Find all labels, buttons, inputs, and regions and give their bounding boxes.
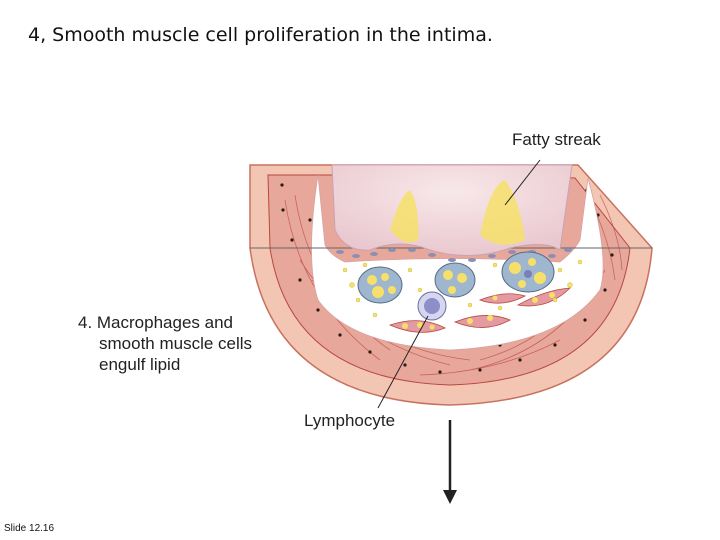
smooth-muscle-cell: [516, 287, 572, 307]
macrophage-foam-cell: [434, 262, 476, 298]
leader-line-fatty-streak: [504, 159, 541, 206]
step-label-line-3: engulf lipid: [99, 355, 180, 374]
smooth-muscle-cell: [453, 315, 511, 328]
lymphocyte-label: Lymphocyte: [304, 411, 395, 430]
lymphocyte-cell: [417, 291, 447, 321]
smooth-muscle-cell: [388, 320, 446, 333]
macrophage-foam-cell: [501, 251, 555, 293]
slide-title: 4, Smooth muscle cell proliferation in t…: [28, 24, 493, 46]
fatty-streak-label: Fatty streak: [512, 130, 601, 149]
lipid-streak-deposit-2: [480, 180, 525, 245]
endothelial-cells: [336, 248, 572, 262]
smooth-muscle-cell: [478, 293, 527, 304]
step-label-line-1: 4. Macrophages and: [78, 313, 233, 332]
lumen: [331, 164, 573, 256]
lipid-droplets: [342, 259, 583, 318]
slide-number: Slide 12.16: [4, 523, 55, 534]
step-label-line-2: smooth muscle cells: [99, 334, 252, 353]
leader-line-lymphocyte: [377, 315, 429, 409]
lipid-streak-deposit-1: [390, 190, 419, 243]
down-arrow-icon: [443, 420, 457, 504]
macrophage-foam-cell: [357, 266, 403, 304]
